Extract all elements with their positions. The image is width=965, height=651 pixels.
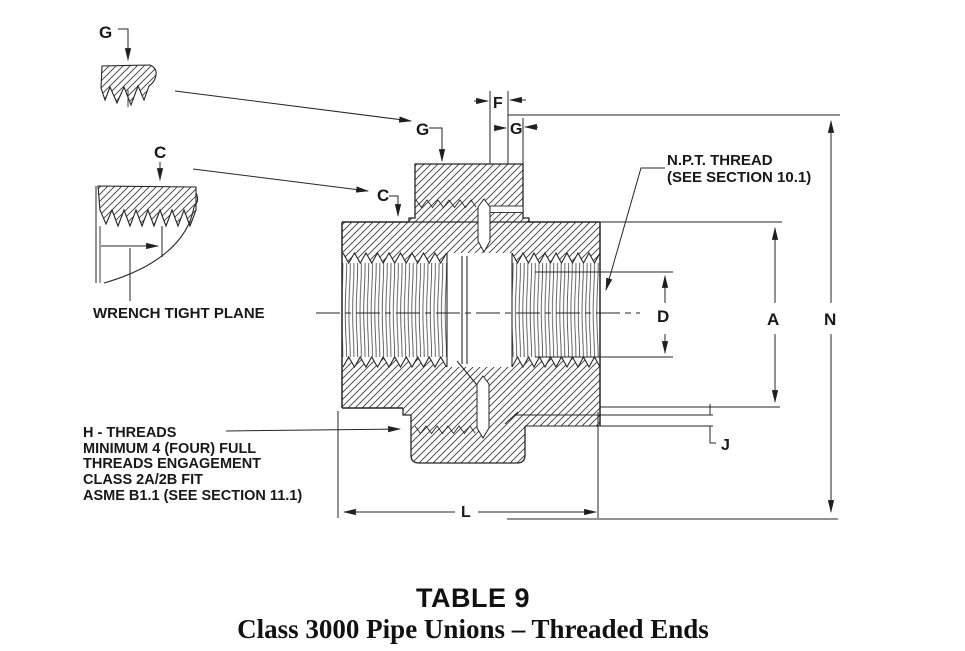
h-note-line4: CLASS 2A/2B FIT [83, 472, 203, 488]
callout-g-main-label: G [416, 120, 429, 139]
table-title: Class 3000 Pipe Unions – Threaded Ends [237, 614, 709, 644]
dimension-d [535, 271, 673, 358]
dim-l-label: L [461, 504, 471, 521]
npt-note-line2: (SEE SECTION 10.1) [667, 169, 811, 186]
h-threads-leader [225, 425, 402, 433]
npt-note-line1: N.P.T. THREAD [667, 152, 773, 169]
dimension-j [514, 404, 716, 444]
detail-c-leader [192, 168, 370, 193]
dim-n-label: N [824, 310, 836, 329]
dimension-a [600, 221, 782, 408]
dimension-f [474, 91, 526, 164]
h-note-line5: ASME B1.1 (SEE SECTION 11.1) [83, 488, 302, 504]
dimension-n [507, 114, 840, 520]
callout-g-main [429, 127, 446, 163]
detail-c-label: C [154, 143, 166, 162]
detail-c-fragment [95, 162, 370, 301]
dim-d-label: D [657, 307, 669, 326]
bottom-boss [403, 408, 525, 463]
left-bore-threads [342, 263, 447, 357]
top-gap-slot [477, 198, 491, 254]
thread-teeth-bottom-left [342, 355, 447, 369]
detail-g-fragment [100, 28, 413, 123]
right-bore-threads [512, 263, 600, 357]
wrench-plane-note: WRENCH TIGHT PLANE [93, 305, 265, 322]
npt-note-leader [605, 167, 665, 292]
h-note-line2: MINIMUM 4 (FOUR) FULL [83, 441, 256, 457]
h-note-line1: H - THREADS [83, 425, 177, 441]
top-boss [408, 163, 530, 223]
callout-c-main [389, 195, 402, 218]
bottom-gap-slot [476, 375, 490, 439]
h-note-line3: THREADS ENGAGEMENT [83, 456, 261, 472]
union-body [316, 163, 640, 464]
dim-j-label: J [721, 437, 730, 454]
detail-g-label: G [99, 23, 112, 42]
dim-a-label: A [767, 310, 779, 329]
dim-f-label: F [493, 95, 503, 112]
thread-teeth-top-right [511, 251, 601, 265]
thread-teeth-top-left [342, 251, 447, 265]
dimension-l [337, 411, 599, 518]
detail-g-leader [174, 90, 413, 123]
dimension-g-gap [494, 118, 538, 164]
top-boss-thread-line [415, 199, 477, 209]
table-number: TABLE 9 [415, 583, 530, 613]
dim-g-gap-label: G [510, 121, 522, 138]
thread-teeth-bottom-right [511, 355, 601, 369]
bottom-boss-thread-line [414, 425, 476, 435]
callout-c-main-label: C [377, 186, 389, 205]
